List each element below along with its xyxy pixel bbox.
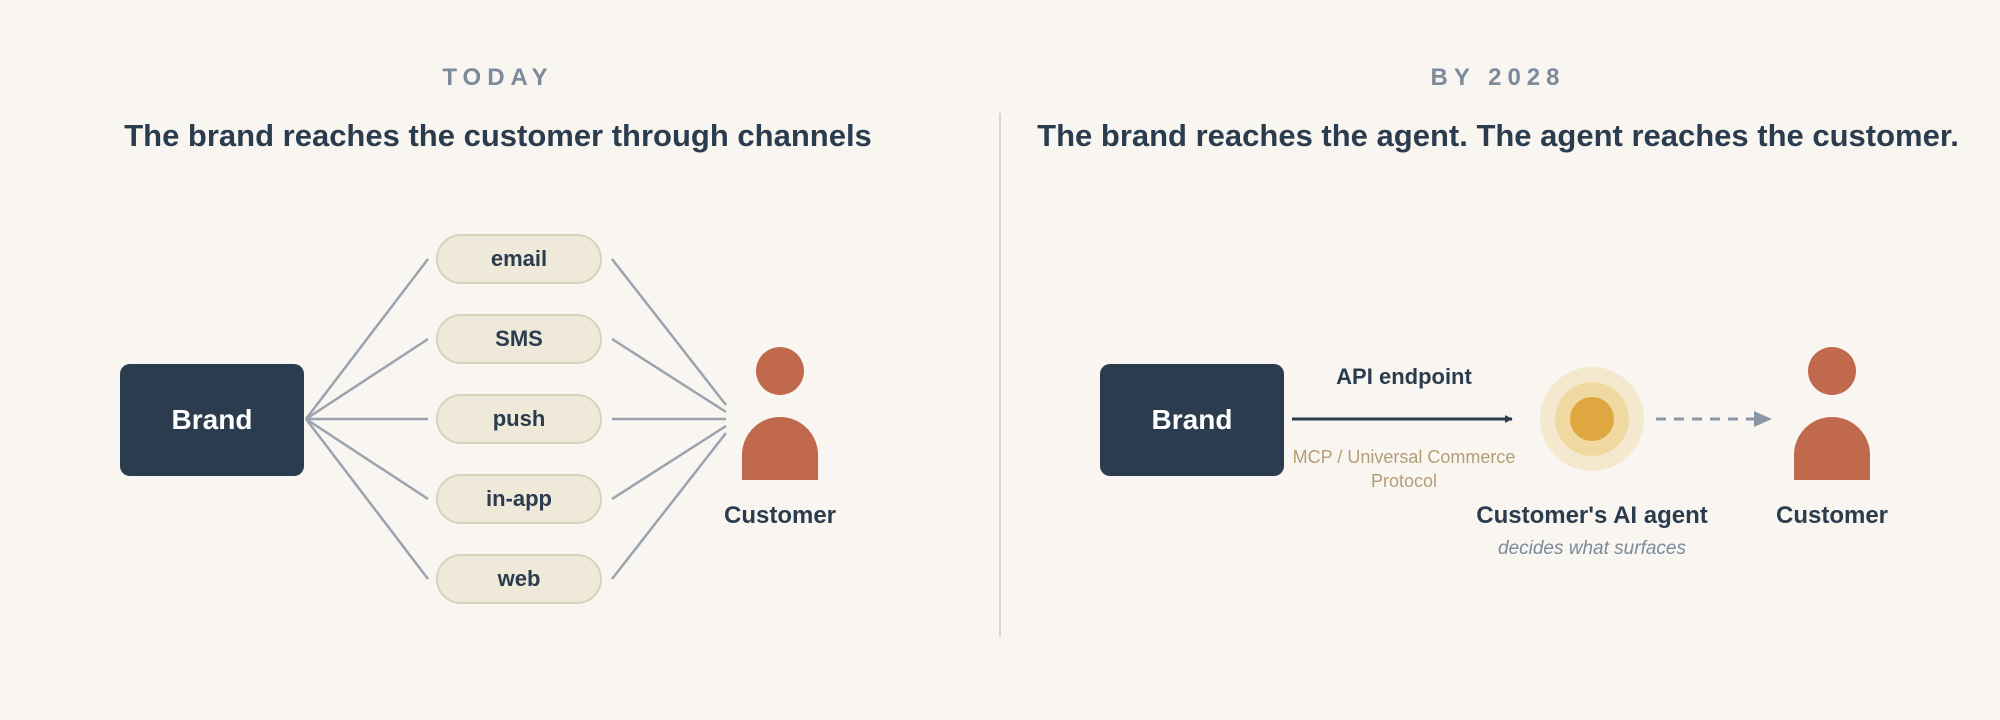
channel-label: in-app [486,486,552,511]
api-endpoint-label: API endpoint [1336,364,1472,389]
channel-label: SMS [495,326,543,351]
brand-to-inapp-line [305,417,429,501]
ai-agent-label: Customer's AI agent [1476,502,1708,529]
by-2028-title: The brand reaches the agent. The agent r… [1037,118,1959,153]
brand-to-channel-lines [305,258,429,580]
email-to-customer-line [611,258,727,406]
channel-to-customer-lines [611,258,727,580]
by-2028-eyebrow: BY 2028 [1430,64,1566,91]
customer-person-icon [742,347,818,480]
agent-to-customer-arrow [1656,411,1772,427]
sms-to-customer-line [611,337,727,414]
brand-box-right: Brand [1100,364,1284,476]
web-to-customer-line [611,432,727,580]
customer-label-left: Customer [723,502,837,529]
channel-pill-push: push [436,394,602,444]
customer-person-icon-right [1794,347,1870,480]
today-title: The brand reaches the customer through c… [124,118,872,153]
customer-label-right: Customer [1775,502,1889,529]
brand-label-right: Brand [1151,404,1233,435]
inapp-to-customer-line [611,424,727,501]
ai-agent-sub: decides what surfaces [1498,538,1686,559]
channel-label: web [497,566,541,591]
brand-to-web-line [305,418,429,580]
protocol-note: MCP / Universal Commerce Protocol [1292,447,1516,491]
brand-box-left: Brand [120,364,304,476]
channel-pill-web: web [436,554,602,604]
channel-label: email [490,246,548,271]
today-eyebrow: TODAY [442,64,554,91]
channel-label: push [492,406,546,431]
channel-pill-email: email [436,234,602,284]
brand-to-email-line [305,258,429,420]
channel-pill-in-app: in-app [436,474,602,524]
brand-label-left: Brand [171,404,253,435]
ai-agent-icon [1540,367,1644,471]
brand-to-sms-line [305,337,429,421]
channel-pill-sms: SMS [436,314,602,364]
